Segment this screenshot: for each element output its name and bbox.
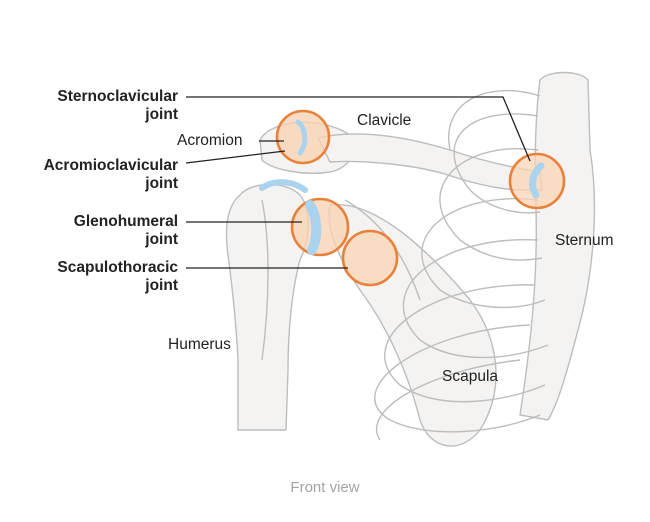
clavicle-bone bbox=[316, 133, 543, 192]
humerus-shaft-line bbox=[261, 199, 269, 361]
rib-cage bbox=[261, 89, 549, 441]
rib-line bbox=[421, 198, 546, 309]
sternoclavicular-label: Sternoclavicular joint bbox=[57, 88, 178, 124]
humerus-label: Humerus bbox=[168, 336, 231, 353]
acromioclavicular-joint-marker bbox=[275, 109, 331, 165]
glenohumeral-label-line1: Glenohumeral bbox=[73, 213, 178, 230]
acromion-label: Acromion bbox=[177, 132, 243, 149]
rib-line bbox=[384, 284, 546, 403]
humeral-head-cartilage bbox=[259, 179, 308, 193]
rib-line bbox=[439, 148, 543, 261]
clavicle-label: Clavicle bbox=[357, 112, 412, 129]
rib-line bbox=[402, 239, 549, 359]
scapula-label: Scapula bbox=[442, 368, 499, 385]
view-caption: Front view bbox=[290, 479, 360, 496]
acromioclavicular-label: Acromioclavicular joint bbox=[44, 157, 178, 193]
sternoclavicular-joint-marker bbox=[508, 152, 566, 210]
acromioclavicular-label-line1: Acromioclavicular bbox=[43, 157, 178, 174]
scapulothoracic-label-line1: Scapulothoracic bbox=[57, 259, 178, 276]
acromioclavicular-leader bbox=[185, 150, 286, 164]
rib-line bbox=[448, 89, 541, 151]
glenohumeral-joint-marker bbox=[290, 197, 350, 257]
leader-lines bbox=[185, 96, 531, 269]
sternoclavicular-label-line1: Sternoclavicular bbox=[57, 88, 178, 105]
sternum-label: Sternum bbox=[555, 232, 614, 249]
glenohumeral-label-line2: joint bbox=[145, 230, 178, 248]
scapulothoracic-label: Scapulothoracic joint bbox=[57, 259, 178, 295]
joint-markers bbox=[275, 109, 566, 287]
sternoclavicular-label-line2: joint bbox=[145, 105, 178, 123]
acromioclavicular-label-line2: joint bbox=[145, 174, 178, 192]
scapulothoracic-label-line2: joint bbox=[145, 276, 178, 294]
glenohumeral-label: Glenohumeral joint bbox=[74, 213, 178, 249]
rib-line bbox=[375, 359, 521, 441]
rib-line bbox=[453, 113, 541, 214]
sternoclavicular-leader bbox=[186, 96, 531, 162]
scapulothoracic-joint-marker bbox=[341, 229, 399, 287]
